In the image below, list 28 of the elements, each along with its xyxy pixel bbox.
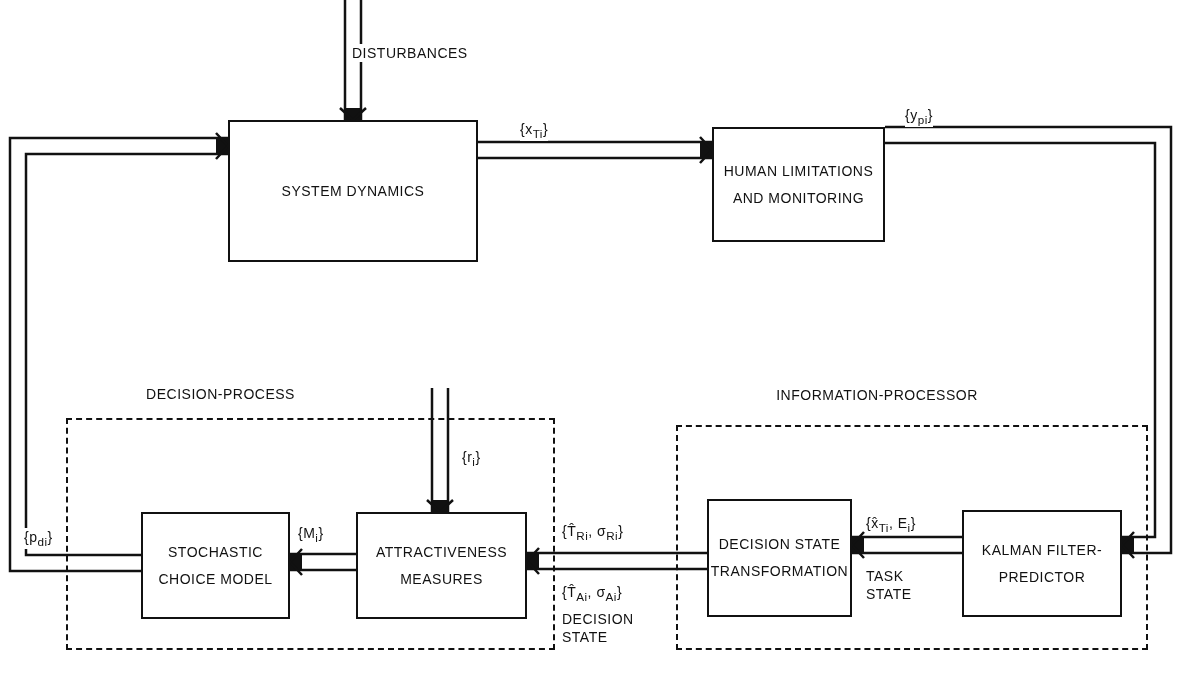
double-line-arrow: [8, 131, 230, 573]
edge-label: {y$_{pi}$}: [905, 106, 933, 127]
double-line-arrow: [425, 388, 455, 514]
edge-label: DISTURBANCES: [352, 44, 468, 63]
double-line-arrow: [478, 135, 714, 165]
group-heading: INFORMATION-PROCESSOR: [775, 387, 979, 403]
edge-label: {M$_{i}$}: [298, 524, 324, 545]
box-label: KALMAN FILTER-PREDICTOR: [980, 540, 1104, 587]
process-box: [712, 127, 885, 242]
edge-label: {r$_{i}$}: [462, 448, 481, 469]
edge-label: {p$_{di}$}: [24, 528, 53, 549]
box-label: SYSTEM DYNAMICS: [280, 181, 426, 201]
box-label: STOCHASTIC CHOICE MODEL: [157, 542, 274, 589]
process-box: [707, 499, 852, 617]
edge-label: {x$_{Ti}$}: [520, 120, 549, 141]
double-line-arrow: [338, 0, 368, 122]
group-heading: DECISION-PROCESS: [145, 386, 296, 402]
double-line-arrow: [885, 125, 1173, 560]
box-label: DECISION STATE TRANSFORMATION: [709, 535, 850, 581]
process-box: [228, 120, 478, 262]
process-box: [356, 512, 527, 619]
edge-label: {x̂$_{Ti}$, E$_{i}$}: [866, 514, 916, 535]
edge-label: {T̂$_{Ri}$, σ$_{Ri}$}: [562, 522, 624, 543]
box-label: HUMAN LIMITATIONS AND MONITORING: [722, 161, 875, 208]
process-box: [141, 512, 290, 619]
process-box: [962, 510, 1122, 617]
signal-label: {T̂$_{Ai}$, σ$_{Ai}$}: [562, 583, 623, 604]
box-label: ATTRACTIVENESS MEASURES: [374, 542, 509, 589]
